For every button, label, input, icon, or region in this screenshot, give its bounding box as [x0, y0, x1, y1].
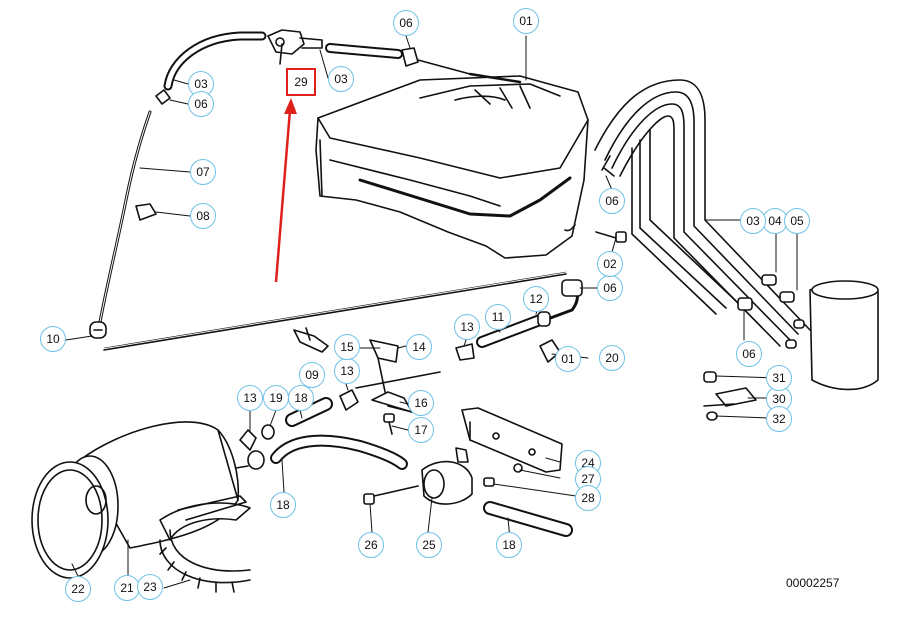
hose-top [325, 43, 471, 75]
fuel-pump [31, 421, 251, 593]
callout-part[interactable]: 10 [40, 326, 66, 352]
callout-part[interactable]: 09 [299, 362, 325, 388]
callout-part[interactable]: 06 [393, 10, 419, 36]
callout-part[interactable]: 32 [766, 406, 792, 432]
hose-right [455, 279, 583, 361]
callout-part[interactable]: 11 [485, 304, 511, 330]
screw-02 [595, 231, 627, 243]
callout-part[interactable]: 07 [190, 159, 216, 185]
callout-part[interactable]: 15 [334, 334, 360, 360]
callout-part[interactable]: 26 [358, 532, 384, 558]
highlighted-part-29[interactable]: 29 [286, 68, 316, 96]
clip-08 [135, 203, 157, 221]
diagram-code: 00002257 [786, 576, 840, 590]
callout-part[interactable]: 17 [408, 417, 434, 443]
callout-part[interactable]: 13 [237, 385, 263, 411]
callout-part[interactable]: 14 [406, 334, 432, 360]
callout-part[interactable]: 06 [736, 341, 762, 367]
filter-assembly [363, 407, 573, 537]
vent-valve [267, 29, 323, 65]
vent-line [89, 31, 267, 339]
callout-part[interactable]: 22 [65, 576, 91, 602]
callout-part[interactable]: 08 [190, 203, 216, 229]
callout-part[interactable]: 23 [137, 574, 163, 600]
callout-part[interactable]: 03 [328, 66, 354, 92]
brackets [293, 327, 561, 435]
callout-part[interactable]: 02 [597, 251, 623, 277]
callout-part[interactable]: 03 [740, 208, 766, 234]
callout-part[interactable]: 31 [766, 365, 792, 391]
highlight-arrow [274, 98, 297, 283]
callout-part[interactable]: 13 [454, 314, 480, 340]
callout-part[interactable]: 04 [762, 208, 788, 234]
callout-part[interactable]: 01 [555, 346, 581, 372]
callout-part[interactable]: 25 [416, 532, 442, 558]
callout-part[interactable]: 18 [270, 492, 296, 518]
fuel-tank [315, 72, 589, 259]
long-tube [103, 273, 567, 351]
callout-part[interactable]: 06 [599, 188, 625, 214]
callout-part[interactable]: 05 [784, 208, 810, 234]
callout-part[interactable]: 12 [523, 286, 549, 312]
callout-part[interactable]: 21 [114, 575, 140, 601]
callout-part[interactable]: 06 [597, 275, 623, 301]
clips [703, 371, 757, 421]
callout-part[interactable]: 19 [263, 385, 289, 411]
callout-part[interactable]: 13 [334, 358, 360, 384]
callout-part[interactable]: 18 [288, 385, 314, 411]
callout-part[interactable]: 01 [513, 8, 539, 34]
pipe-section [235, 397, 408, 470]
callout-part[interactable]: 28 [575, 485, 601, 511]
filler-tubes [594, 79, 879, 391]
callout-part[interactable]: 06 [188, 91, 214, 117]
callout-part[interactable]: 16 [408, 390, 434, 416]
callout-part[interactable]: 18 [496, 532, 522, 558]
callout-part[interactable]: 20 [599, 345, 625, 371]
